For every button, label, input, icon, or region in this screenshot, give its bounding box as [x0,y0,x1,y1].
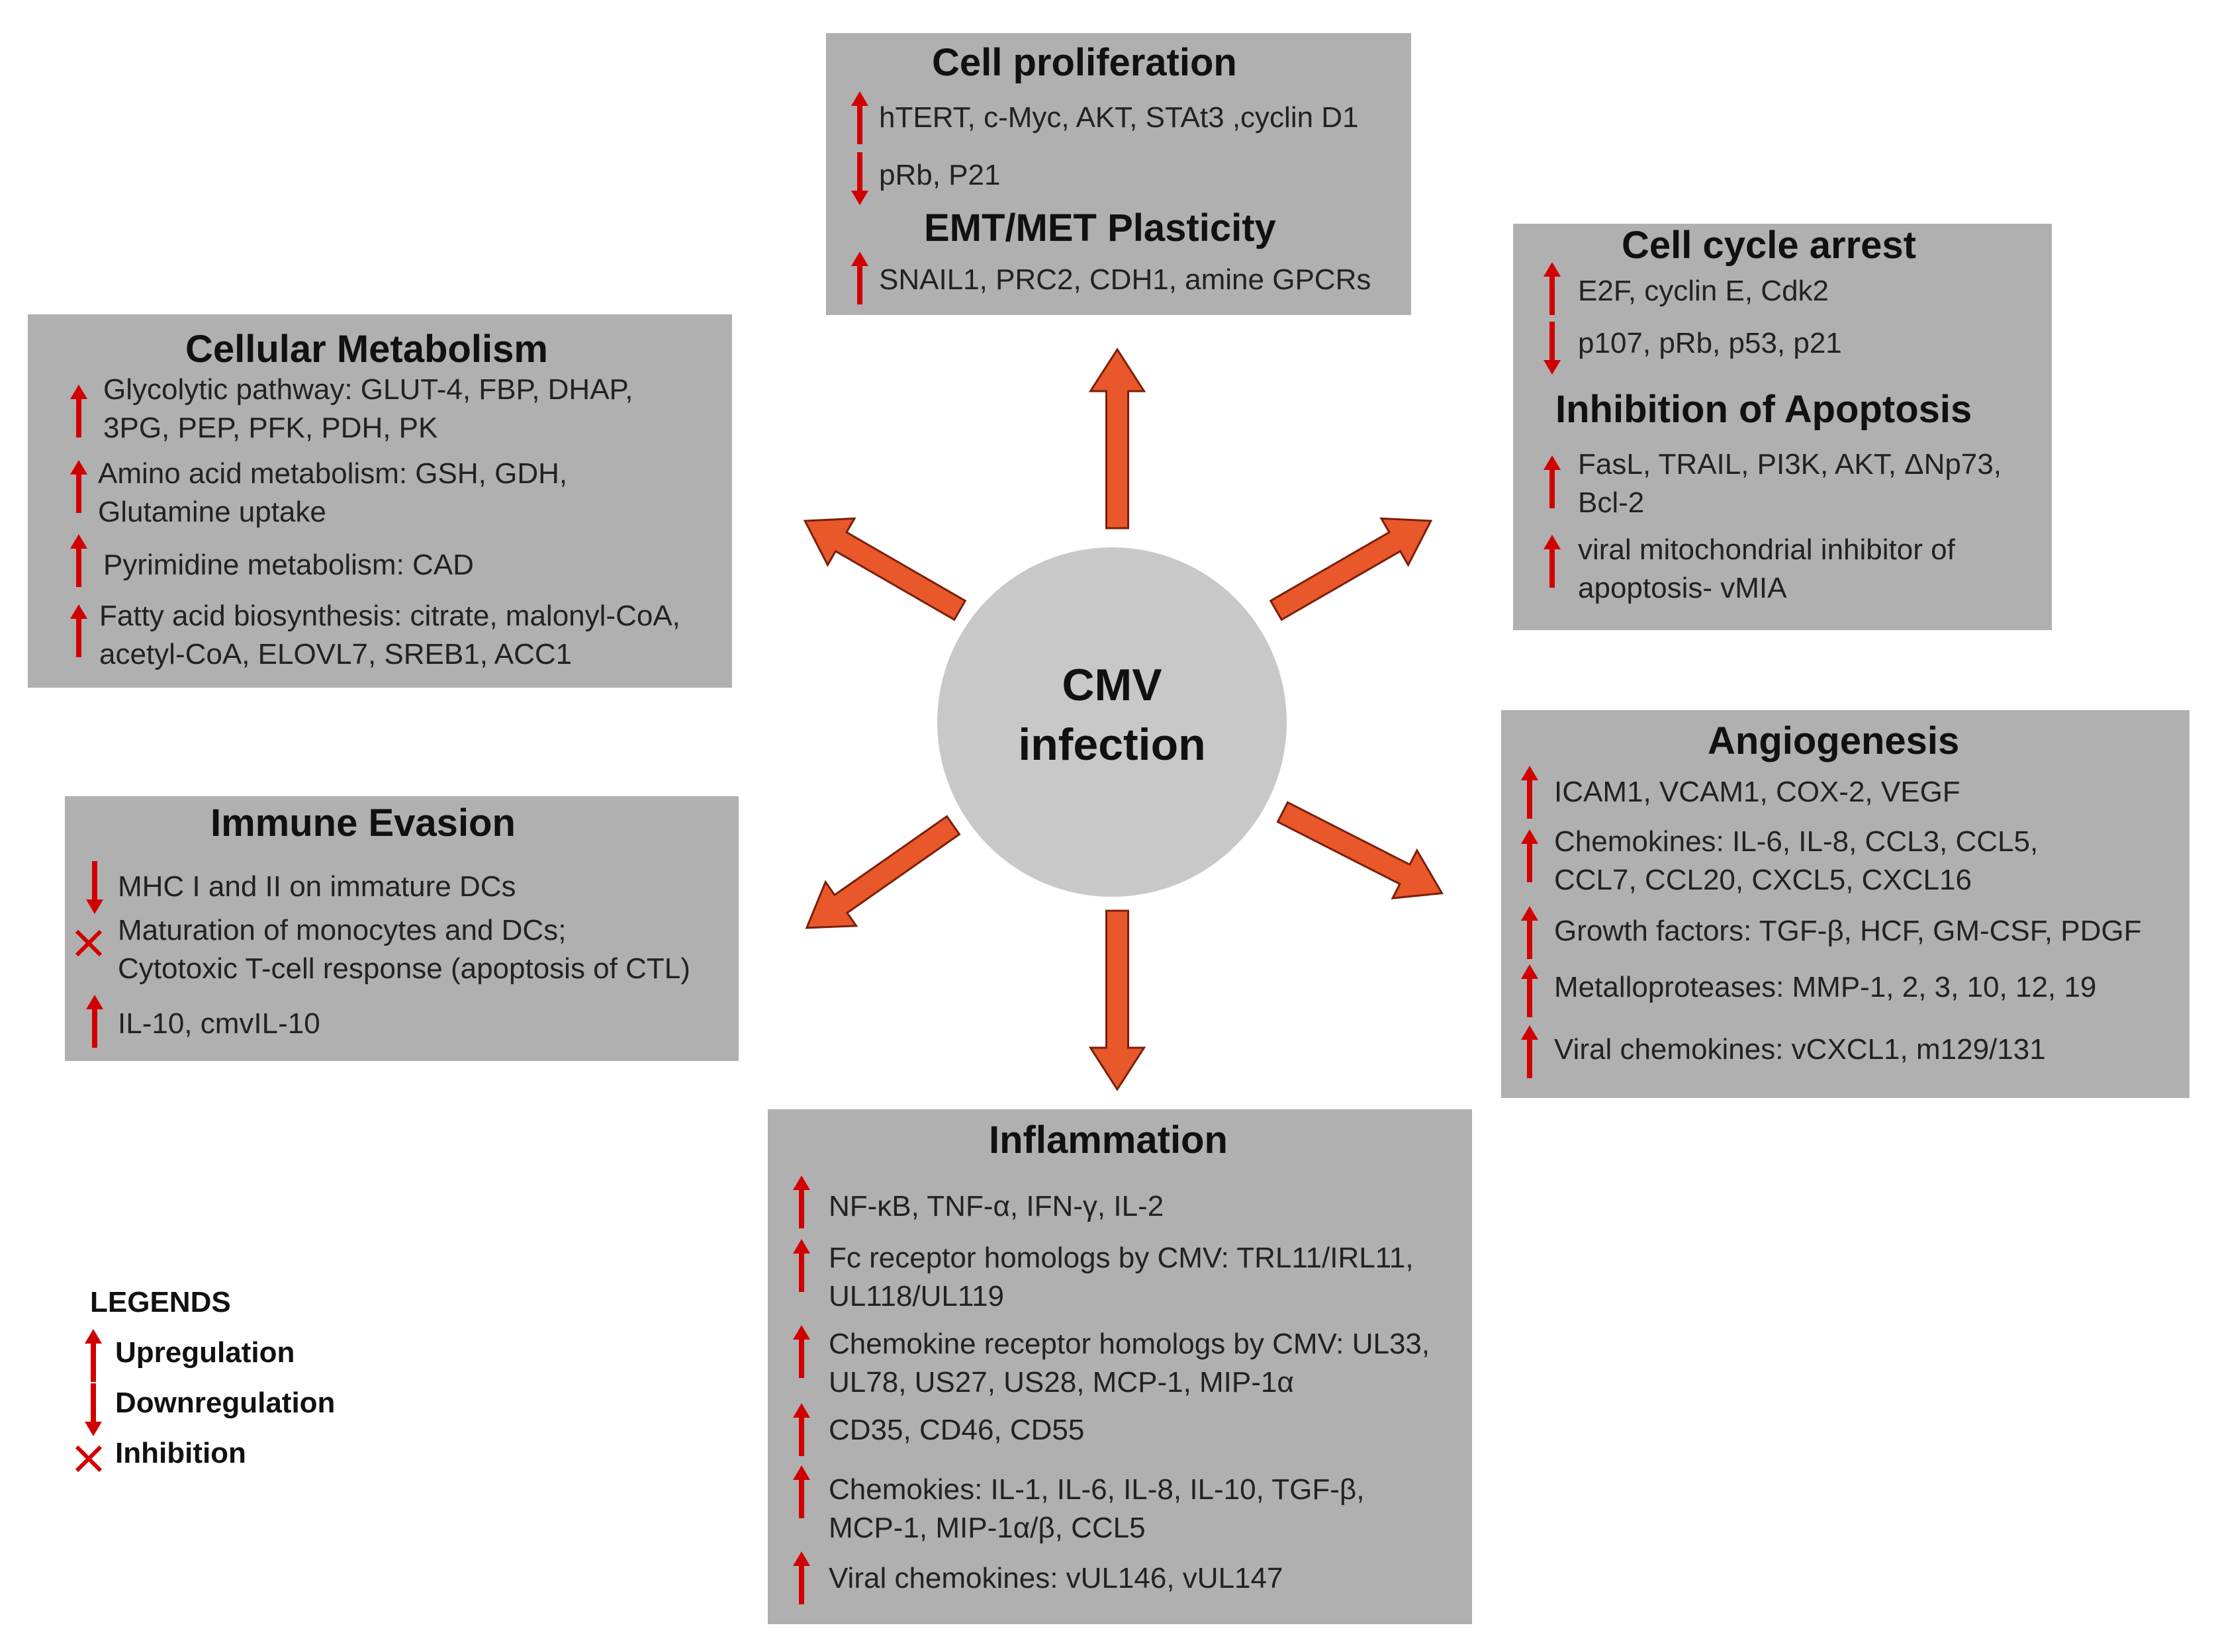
inflammation-item-1-line-1: NF-κB, TNF-α, IFN-γ, IL-2 [829,1190,1164,1222]
angiogenesis-item-2-line-1: Chemokines: IL-6, IL-8, CCL3, CCL5, [1554,825,2039,858]
down-arrow-icon [86,861,103,914]
immune-item-2-line-1: Maturation of monocytes and DCs; [118,914,567,946]
inflammation-title: Inflammation [989,1119,1228,1162]
cross-icon [75,929,103,957]
metabolism-title: Cellular Metabolism [185,328,548,371]
inflammation-item-5-line-2: MCP-1, MIP-1α/β, CCL5 [829,1512,1146,1544]
inflammation-item-6-line-1: Viral chemokines: vUL146, vUL147 [829,1562,1283,1594]
metabolism-item-3-line-1: Pyrimidine metabolism: CAD [103,549,474,581]
metabolism-item-4-line-2: acetyl-CoA, ELOVL7, SREB1, ACC1 [99,638,573,670]
cross-icon [75,1445,103,1473]
immune-item-2-line-2: Cytotoxic T-cell response (apoptosis of … [118,952,690,985]
proliferation-item-2: pRb, P21 [879,159,1001,191]
up-arrow-icon [86,995,103,1048]
apoptosis-item-1-line-2: Bcl-2 [1578,486,1645,519]
arrow-lower-right [1269,787,1455,919]
angiogenesis-item-3-line-1: Growth factors: TGF-β, HCF, GM-CSF, PDGF [1554,915,2142,947]
apoptosis-title: Inhibition of Apoptosis [1555,388,1972,431]
legend-title: LEGENDS [90,1286,231,1318]
apoptosis-item-1-line-1: FasL, TRAIL, PI3K, AKT, ΔNp73, [1578,448,2002,481]
metabolism-item-4-line-1: Fatty acid biosynthesis: citrate, malony… [99,600,680,632]
angiogenesis-item-5-line-1: Viral chemokines: vCXCL1, m129/131 [1554,1033,2046,1066]
inflammation-item-4-line-1: CD35, CD46, CD55 [829,1414,1085,1446]
inflammation-item-2-line-2: UL118/UL119 [829,1280,1005,1312]
up-arrow-icon [1521,829,1538,882]
emt-item-1: SNAIL1, PRC2, CDH1, amine GPCRs [879,263,1371,296]
cell-cycle-arrest-box: Cell cycle arrest E2F, cyclin E, Cdk2 p1… [1513,224,2052,630]
up-arrow-icon [1521,906,1538,959]
metabolism-item-1-line-1: Glycolytic pathway: GLUT-4, FBP, DHAP, [103,373,633,406]
up-arrow-icon [70,534,87,587]
angiogenesis-title: Angiogenesis [1708,719,1960,762]
down-arrow-icon [85,1383,102,1436]
down-arrow-icon [851,152,868,205]
up-arrow-icon [1521,766,1538,819]
arrow-upper-left [790,496,974,635]
center-line-2: infection [1018,719,1206,770]
cell-proliferation-box: Cell proliferation hTERT, c-Myc, AKT, ST… [826,33,1411,315]
center-line-1: CMV [1062,660,1162,710]
immune-evasion-box: Immune Evasion MHC I and II on immature … [65,796,739,1061]
cell-cycle-item-2: p107, pRb, p53, p21 [1578,327,1842,359]
metabolism-item-1-line-2: 3PG, PEP, PFK, PDH, PK [103,412,438,444]
immune-item-1-line-1: MHC I and II on immature DCs [118,870,516,903]
up-arrow-icon [851,91,868,144]
immune-item-3-line-1: IL-10, cmvIL-10 [118,1007,320,1040]
arrow-down [1089,909,1145,1091]
up-arrow-icon [851,252,868,304]
cellular-metabolism-box: Cellular Metabolism Glycolytic pathway: … [28,314,732,688]
up-arrow-icon [70,385,87,437]
inflammation-item-5-line-1: Chemokies: IL-1, IL-6, IL-8, IL-10, TGF-… [829,1473,1365,1506]
angiogenesis-item-4-line-1: Metalloproteases: MMP-1, 2, 3, 10, 12, 1… [1554,971,2097,1003]
immune-title: Immune Evasion [210,802,516,845]
cell-cycle-title: Cell cycle arrest [1622,224,1916,267]
up-arrow-icon [85,1329,102,1382]
metabolism-item-2-line-1: Amino acid metabolism: GSH, GDH, [98,457,568,490]
metabolism-item-2-line-2: Glutamine uptake [98,496,326,528]
up-arrow-icon [70,460,87,513]
up-arrow-icon [793,1403,810,1456]
inflammation-item-3-line-1: Chemokine receptor homologs by CMV: UL33… [829,1328,1430,1360]
up-arrow-icon [1521,1025,1538,1078]
arrow-lower-left [790,802,970,951]
arrow-up [1089,348,1145,529]
inflammation-item-2-line-1: Fc receptor homologs by CMV: TRL11/IRL11… [829,1242,1414,1274]
cell-proliferation-title: Cell proliferation [932,41,1237,84]
arrow-upper-right [1262,496,1446,635]
legend-inhibition: Inhibition [115,1437,246,1469]
legend-upregulation: Upregulation [115,1336,295,1369]
up-arrow-icon [793,1551,810,1604]
up-arrow-icon [1521,964,1538,1017]
cell-cycle-item-1: E2F, cyclin E, Cdk2 [1578,275,1829,307]
up-arrow-icon [70,604,87,657]
proliferation-item-1: hTERT, c-Myc, AKT, STAt3 ,cyclin D1 [879,101,1359,134]
inflammation-item-3-line-2: UL78, US27, US28, MCP-1, MIP-1α [829,1366,1294,1399]
up-arrow-icon [793,1239,810,1292]
apoptosis-item-2-line-2: apoptosis- vMIA [1578,572,1787,604]
up-arrow-icon [793,1465,810,1518]
down-arrow-icon [1544,322,1561,375]
legend-downregulation: Downregulation [115,1387,336,1419]
angiogenesis-item-2-line-2: CCL7, CCL20, CXCL5, CXCL16 [1554,864,1972,896]
up-arrow-icon [1544,455,1561,508]
angiogenesis-box: Angiogenesis ICAM1, VCAM1, COX-2, VEGF C… [1501,710,2190,1098]
cmv-infection-node: CMV infection [937,547,1287,897]
inflammation-box: Inflammation NF-κB, TNF-α, IFN-γ, IL-2 F… [768,1109,1472,1624]
angiogenesis-item-1-line-1: ICAM1, VCAM1, COX-2, VEGF [1554,776,1960,808]
up-arrow-icon [1544,262,1561,315]
up-arrow-icon [793,1325,810,1378]
emt-met-title: EMT/MET Plasticity [924,206,1276,250]
up-arrow-icon [1544,535,1561,588]
apoptosis-item-2-line-1: viral mitochondrial inhibitor of [1578,533,1955,566]
up-arrow-icon [793,1175,810,1228]
